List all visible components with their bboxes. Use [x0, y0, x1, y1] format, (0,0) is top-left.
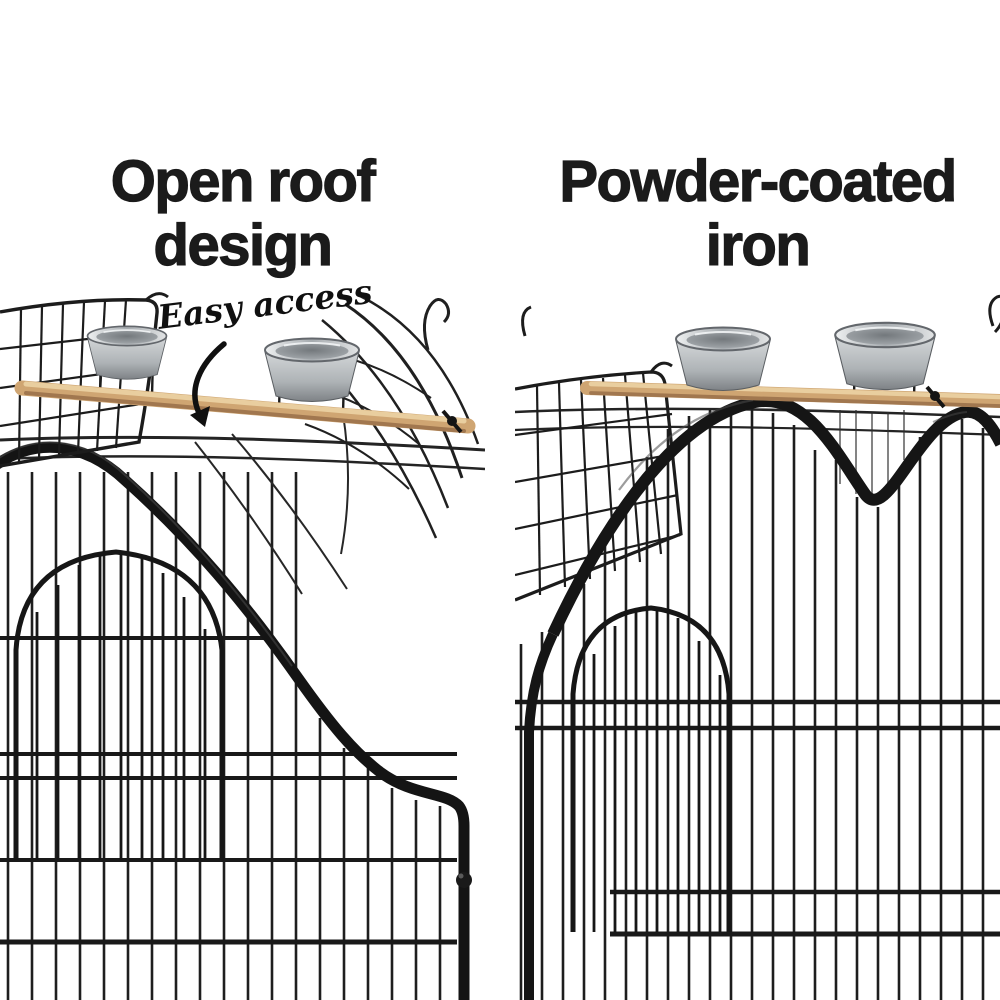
- cage-bars: [519, 407, 985, 1000]
- heading-line-1: Powder-coated: [559, 149, 958, 214]
- heading-line-2: iron: [705, 213, 811, 278]
- easy-access-arrow: [190, 341, 227, 427]
- feeding-bowls: [675, 321, 936, 392]
- wire-hooks: [521, 294, 1000, 337]
- left-panel-heading: Open roof design: [0, 149, 485, 278]
- left-cage-photo: Easy access: [0, 272, 485, 1000]
- wooden-perch: [580, 381, 1000, 409]
- cage-frame-tube: [524, 394, 1000, 1000]
- right-panel-heading: Powder-coated iron: [515, 149, 1000, 278]
- right-panel: Powder-coated iron: [515, 0, 1000, 1000]
- cage-rails: [515, 699, 1000, 937]
- right-cage-photo: [515, 292, 1000, 1000]
- heading-line-1: Open roof: [110, 149, 376, 214]
- door-arch: [13, 549, 225, 860]
- left-cage-illustration: [0, 292, 485, 1000]
- cage-frame-tube: [0, 441, 472, 1000]
- wooden-perch: [14, 380, 476, 434]
- open-roof-flap: [515, 361, 683, 602]
- left-panel: Open roof design: [0, 0, 485, 1000]
- right-cage-illustration: [515, 294, 1000, 1000]
- mid-wires: [194, 413, 349, 595]
- cage-rails: [0, 636, 457, 945]
- door-arch: [570, 605, 732, 932]
- heading-line-2: design: [153, 213, 334, 278]
